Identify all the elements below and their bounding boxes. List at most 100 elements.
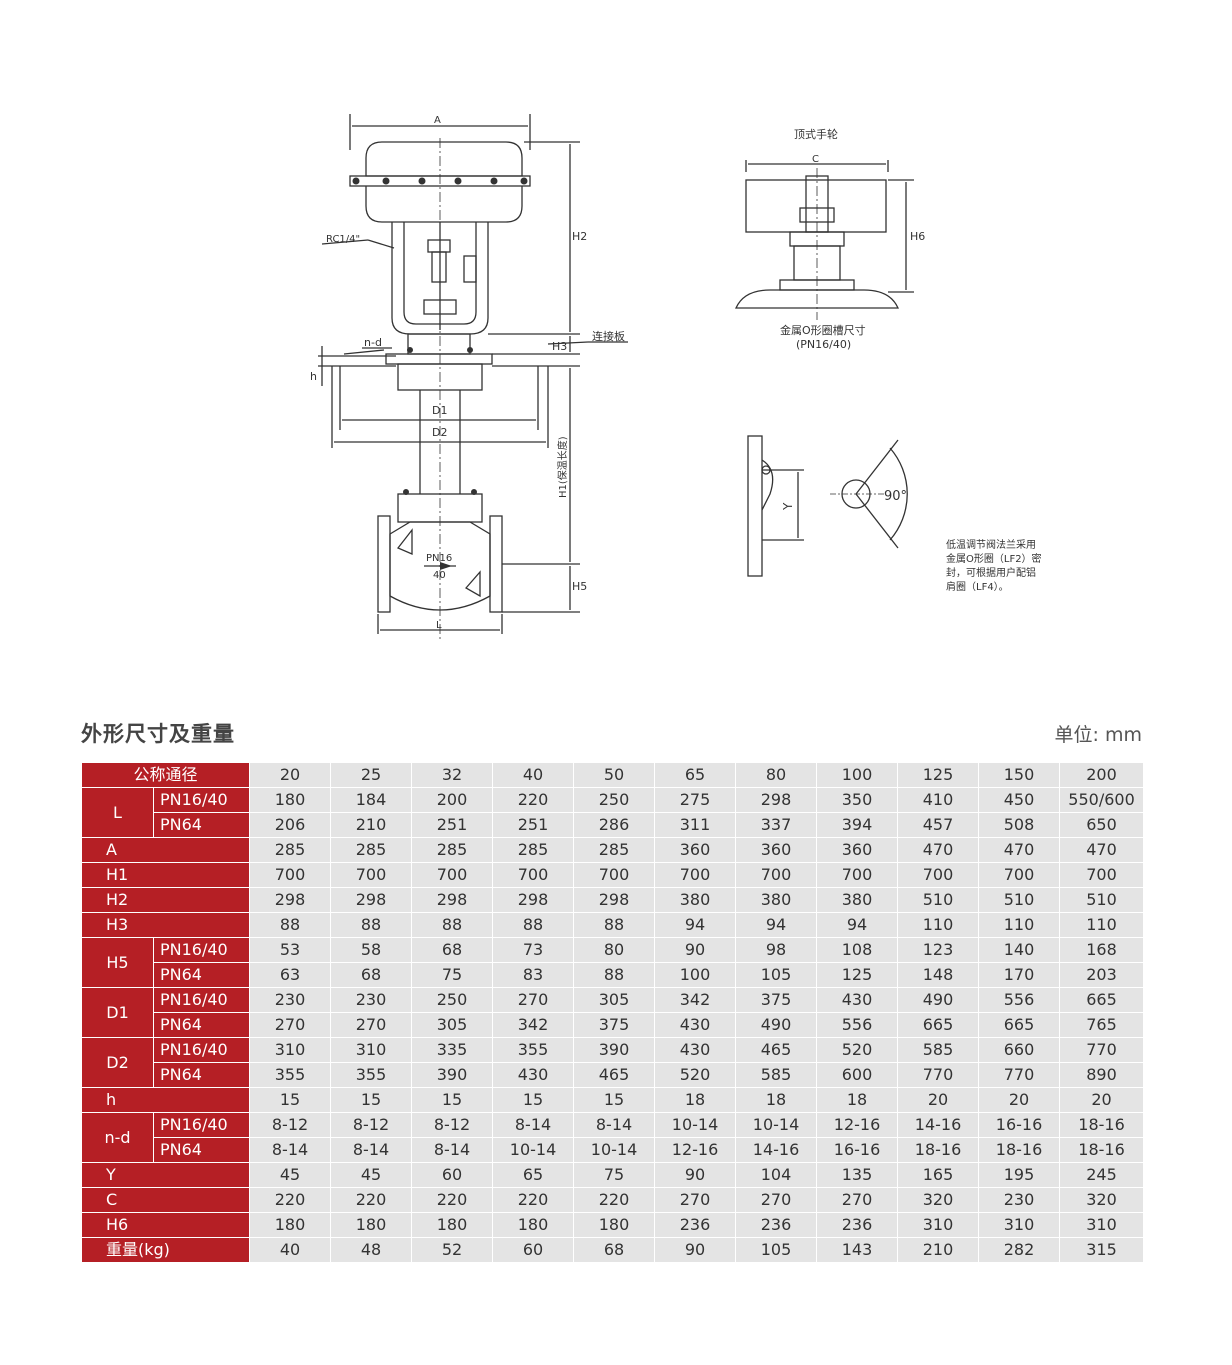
oring-caption-1: 金属O形圈槽尺寸 (780, 323, 866, 337)
table-cell: 305 (411, 1012, 494, 1038)
table-cell: 700 (249, 862, 332, 888)
table-cell: 60 (411, 1162, 494, 1188)
table-cell: 180 (249, 1212, 332, 1238)
table-cell: 58 (330, 937, 413, 963)
table-cell: 10-14 (735, 1112, 818, 1138)
table-cell: 550/600 (1059, 787, 1145, 813)
table-cell: 310 (897, 1212, 980, 1238)
table-cell: 68 (330, 962, 413, 988)
table-cell: 105 (735, 1237, 818, 1263)
table-cell: 45 (249, 1162, 332, 1188)
table-cell: 170 (978, 962, 1061, 988)
table-cell: 108 (816, 937, 899, 963)
table-cell: 8-14 (330, 1137, 413, 1163)
row-label: 重量(kg) (80, 1237, 251, 1263)
table-cell: 105 (735, 962, 818, 988)
table-cell: 375 (573, 1012, 656, 1038)
table-cell: 83 (492, 962, 575, 988)
table-cell: 220 (492, 787, 575, 813)
table-cell: 180 (573, 1212, 656, 1238)
table-cell: 88 (573, 962, 656, 988)
row-group-label: H5 (81, 937, 154, 988)
table-cell: 8-12 (249, 1112, 332, 1138)
table-cell: 380 (816, 887, 899, 913)
table-cell: 282 (978, 1237, 1061, 1263)
table-cell: 110 (1059, 912, 1145, 938)
table-cell: 90 (654, 1162, 737, 1188)
table-cell: 98 (735, 937, 818, 963)
table-cell: 203 (1059, 962, 1145, 988)
dim-h2-label: H2 (572, 230, 587, 243)
row-sub-label: PN64 (152, 812, 251, 838)
table-cell: 68 (411, 937, 494, 963)
row-sub-label: PN16/40 (152, 1037, 251, 1063)
table-cell: 890 (1059, 1062, 1145, 1088)
table-cell: 335 (411, 1037, 494, 1063)
table-cell: 94 (654, 912, 737, 938)
header-cell: 32 (411, 762, 494, 788)
table-cell: 60 (492, 1237, 575, 1263)
table-cell: 470 (897, 837, 980, 863)
table-cell: 490 (897, 987, 980, 1013)
table-cell: 100 (654, 962, 737, 988)
table-cell: 508 (978, 812, 1061, 838)
table-cell: 123 (897, 937, 980, 963)
table-cell: 770 (978, 1062, 1061, 1088)
table-cell: 700 (654, 862, 737, 888)
table-cell: 556 (816, 1012, 899, 1038)
table-cell: 310 (330, 1037, 413, 1063)
table-cell: 298 (573, 887, 656, 913)
top-handwheel-label: 顶式手轮 (794, 127, 838, 141)
table-cell: 88 (330, 912, 413, 938)
header-cell: 40 (492, 762, 575, 788)
table-cell: 88 (492, 912, 575, 938)
table-cell: 110 (897, 912, 980, 938)
table-cell: 660 (978, 1037, 1061, 1063)
table-cell: 305 (573, 987, 656, 1013)
table-cell: 200 (411, 787, 494, 813)
table-cell: 298 (411, 887, 494, 913)
dim-h1-label: H1(保温长度) (556, 436, 569, 498)
table-cell: 510 (978, 887, 1061, 913)
table-cell: 700 (735, 862, 818, 888)
table-cell: 665 (1059, 987, 1145, 1013)
table-cell: 236 (816, 1212, 899, 1238)
header-cell: 100 (816, 762, 899, 788)
table-cell: 10-14 (654, 1112, 737, 1138)
table-cell: 8-14 (249, 1137, 332, 1163)
row-group-label: D1 (81, 987, 154, 1038)
table-cell: 15 (573, 1087, 656, 1113)
table-cell: 251 (492, 812, 575, 838)
table-cell: 556 (978, 987, 1061, 1013)
table-cell: 380 (735, 887, 818, 913)
header-cell: 20 (249, 762, 332, 788)
table-cell: 52 (411, 1237, 494, 1263)
note-line: 金属O形圈（LF2）密 (946, 552, 1042, 565)
table-cell: 10-14 (492, 1137, 575, 1163)
row-label: C (80, 1187, 251, 1213)
row-group-label: n-d (81, 1112, 154, 1163)
table-cell: 94 (816, 912, 899, 938)
table-cell: 18-16 (897, 1137, 980, 1163)
table-cell: 48 (330, 1237, 413, 1263)
table-cell: 770 (897, 1062, 980, 1088)
table-cell: 310 (1059, 1212, 1145, 1238)
table-cell: 465 (573, 1062, 656, 1088)
table-cell: 250 (573, 787, 656, 813)
table-cell: 18 (654, 1087, 737, 1113)
angle-label: 90° (884, 489, 907, 504)
dim-a-label: A (434, 115, 441, 126)
header-cell: 150 (978, 762, 1061, 788)
table-cell: 18 (735, 1087, 818, 1113)
table-cell: 210 (330, 812, 413, 838)
table-cell: 470 (978, 837, 1061, 863)
